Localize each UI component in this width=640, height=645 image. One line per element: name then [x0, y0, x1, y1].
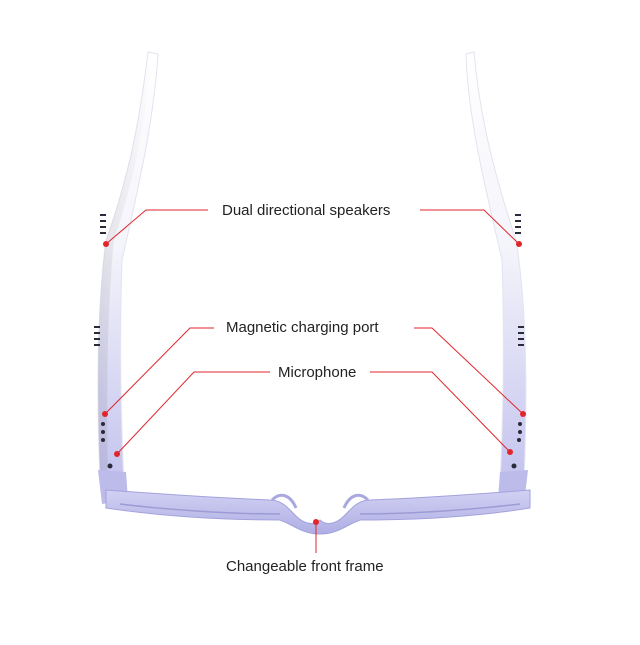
label-charging-port: Magnetic charging port [226, 319, 379, 336]
callout-lines [104, 209, 524, 553]
speakers-leader-left [105, 209, 208, 245]
frame-dot [313, 519, 319, 525]
front-frame [105, 489, 531, 535]
charging-dot-left [102, 411, 108, 417]
right-mic-holes [511, 422, 522, 469]
left-mic-holes [101, 422, 113, 469]
speakers-leader-right [420, 209, 520, 245]
nose-bridge [270, 493, 370, 509]
left-speaker-grille [100, 214, 106, 234]
microphone-dot-left [114, 451, 120, 457]
label-front-frame: Changeable front frame [226, 558, 384, 575]
microphone-leader-left [116, 371, 270, 455]
right-temple-arm [465, 51, 527, 487]
right-charging-contacts [518, 326, 524, 346]
left-charging-contacts [94, 326, 100, 346]
charging-leader-right [414, 327, 524, 415]
microphone-leader-right [370, 371, 511, 453]
right-speaker-grille [515, 214, 521, 234]
charging-leader-left [104, 327, 214, 415]
label-microphone: Microphone [278, 364, 357, 381]
label-speakers: Dual directional speakers [222, 202, 391, 219]
microphone-dot-right [507, 449, 513, 455]
callout-dots [102, 241, 526, 525]
speakers-dot-left [103, 241, 109, 247]
speakers-dot-right [516, 241, 522, 247]
charging-dot-right [520, 411, 526, 417]
